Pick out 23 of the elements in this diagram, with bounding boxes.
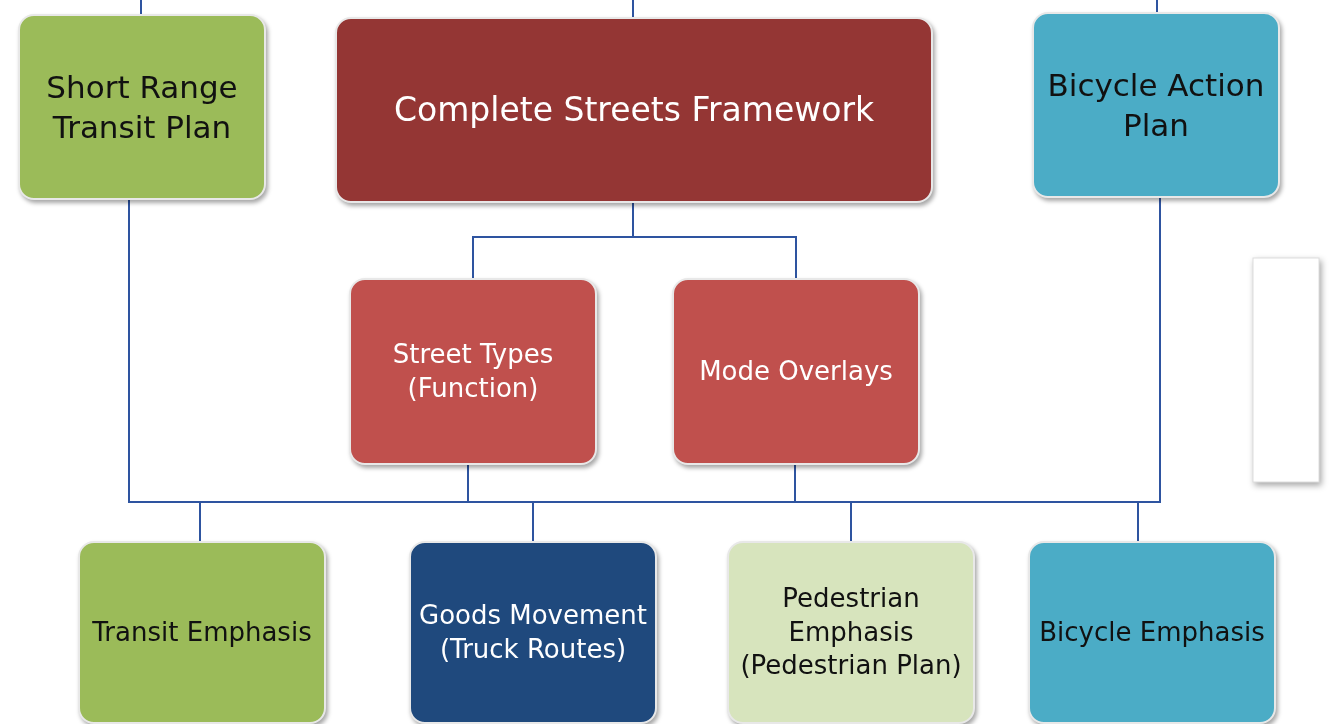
connector-line <box>1156 0 1158 13</box>
box-label: Complete Streets Framework <box>393 88 875 131</box>
process-box <box>18 14 266 200</box>
connector-line <box>1137 197 1161 542</box>
box-label: Goods Movement (Truck Routes) <box>419 598 647 666</box>
connector-line <box>632 202 797 279</box>
box-label: Street Types (Function) <box>391 337 555 405</box>
box-label: Transit Emphasis <box>92 615 312 649</box>
process-box <box>727 541 975 724</box>
process-box <box>672 278 920 465</box>
connector-line <box>632 0 634 18</box>
process-box <box>1032 12 1280 198</box>
box-label: Short Range Transit Plan <box>45 67 239 147</box>
box-label: Mode Overlays <box>699 354 893 388</box>
connector-line <box>140 0 142 15</box>
process-box <box>1028 541 1276 724</box>
process-box <box>78 541 326 724</box>
box-label: Bicycle Emphasis <box>1039 615 1265 649</box>
process-box <box>349 278 597 465</box>
process-box <box>409 541 657 724</box>
process-box <box>335 17 933 203</box>
box-label: Bicycle Action Plan <box>1046 65 1266 145</box>
box-label: Pedestrian Emphasis (Pedestrian Plan) <box>739 581 963 683</box>
